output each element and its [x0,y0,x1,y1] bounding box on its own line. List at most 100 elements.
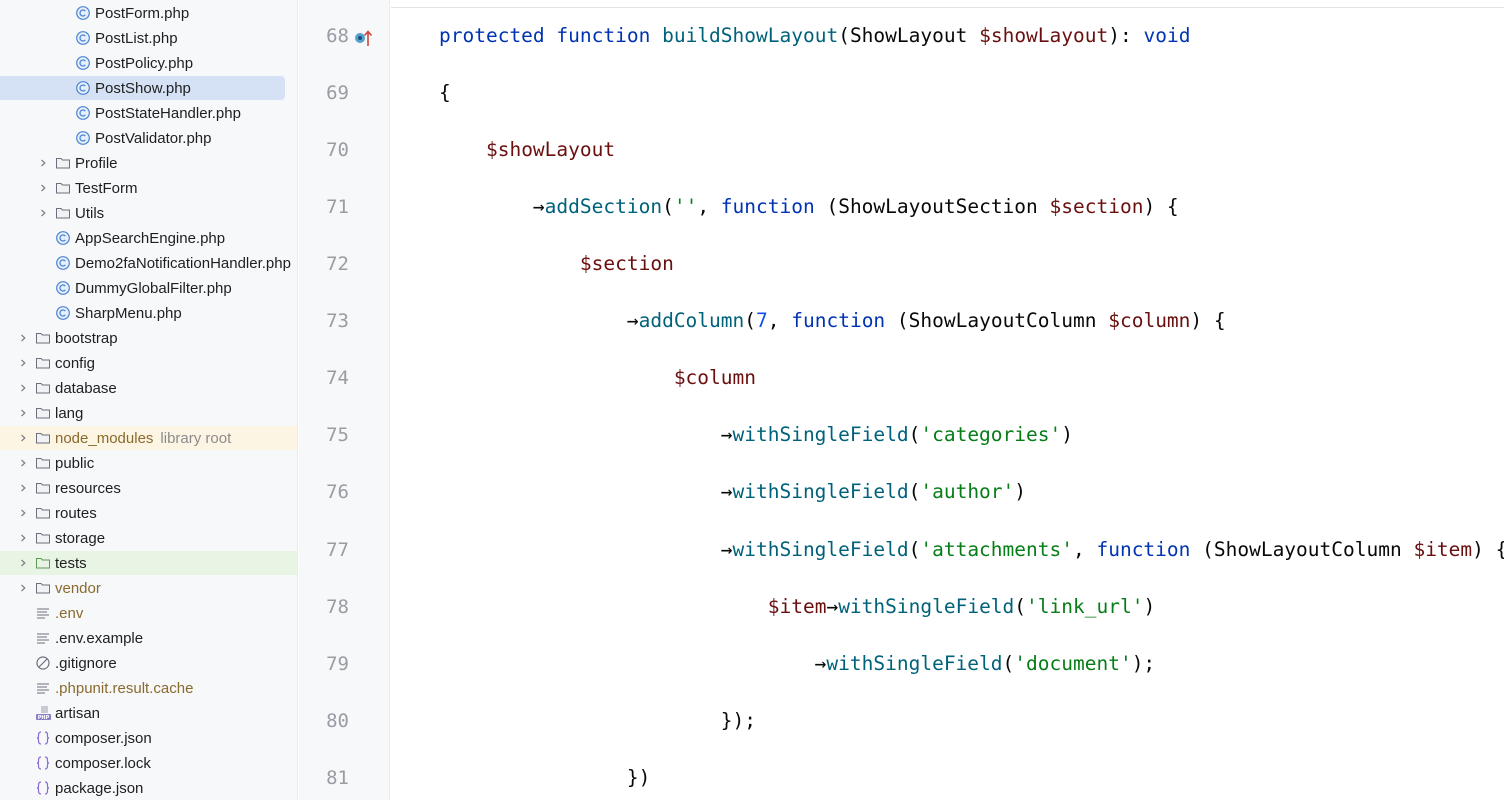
chevron-right-icon[interactable] [17,432,29,444]
chevron-right-icon[interactable] [17,382,29,394]
tree-item-label: PostList.php [95,29,178,47]
tree-item[interactable]: routes [0,501,297,525]
code-token: ( [662,195,674,218]
tree-item-label: database [55,379,117,397]
tree-item[interactable]: tests [0,551,297,575]
tree-item[interactable]: DummyGlobalFilter.php [0,276,297,300]
tree-item-label: composer.json [55,729,152,747]
code-line[interactable]: $section [439,249,674,279]
code-token: withSingleField [732,423,909,446]
chevron-right-icon[interactable] [17,407,29,419]
code-line[interactable]: →withSingleField('author') [439,477,1026,507]
code-line[interactable]: }) [439,763,651,793]
code-token: (ShowLayout [838,24,980,47]
code-token: (ShowLayoutColumn [885,309,1109,332]
line-number: 76 [326,481,349,503]
tree-item[interactable]: TestForm [0,176,297,200]
tree-item-label: PostStateHandler.php [95,104,241,122]
tree-item[interactable]: .phpunit.result.cache [0,676,297,700]
tree-spacer [17,682,29,694]
code-token: ): [1108,24,1144,47]
tree-item[interactable]: composer.json [0,726,297,750]
tree-item-label: public [55,454,95,472]
chevron-right-icon[interactable] [17,557,29,569]
tree-item[interactable]: .env [0,601,297,625]
code-token: ( [1002,652,1015,675]
chevron-right-icon[interactable] [37,182,49,194]
code-token: → [439,538,733,561]
chevron-right-icon[interactable] [17,582,29,594]
tree-item[interactable]: PostValidator.php [0,126,297,150]
tree-item[interactable]: Utils [0,201,297,225]
text-file-icon [35,680,51,696]
tree-item[interactable]: PostStateHandler.php [0,101,297,125]
php-class-icon [55,305,71,321]
tree-item[interactable]: vendor [0,576,297,600]
tree-item[interactable]: public [0,451,297,475]
tree-item[interactable]: PostShow.php [0,76,297,100]
tree-item[interactable]: package.json [0,776,297,800]
line-number: 72 [326,253,349,275]
chevron-right-icon[interactable] [17,507,29,519]
chevron-right-icon[interactable] [17,332,29,344]
tree-item[interactable]: .env.example [0,626,297,650]
code-line[interactable]: →addColumn(7, function (ShowLayoutColumn… [439,306,1226,336]
line-number: 70 [326,139,349,161]
tree-item[interactable]: Demo2faNotificationHandler.php [0,251,297,275]
php-class-icon [75,80,91,96]
code-line[interactable]: $item→withSingleField('link_url') [439,592,1155,622]
code-token: protected [439,24,545,47]
code-line[interactable]: }); [439,706,756,736]
tree-item[interactable]: SharpMenu.php [0,301,297,325]
tree-item[interactable]: resources [0,476,297,500]
tree-item[interactable]: config [0,351,297,375]
chevron-right-icon[interactable] [17,532,29,544]
tree-item-label: config [55,354,96,372]
code-token: '' [673,195,698,218]
code-line[interactable]: { [439,78,451,108]
tree-item[interactable]: .gitignore [0,651,297,675]
folder-icon [35,380,51,396]
chevron-right-icon[interactable] [37,207,49,219]
code-token: 'categories' [920,423,1062,446]
code-token: { [439,81,451,104]
tree-item-label: resources [55,479,121,497]
code-line[interactable]: $column [439,363,756,393]
code-line[interactable]: →withSingleField('document'); [439,649,1156,679]
code-line[interactable]: protected function buildShowLayout(ShowL… [439,21,1190,51]
code-line[interactable]: →addSection('', function (ShowLayoutSect… [439,192,1179,222]
folder-icon [35,480,51,496]
folder-icon [35,405,51,421]
tree-item[interactable]: composer.lock [0,751,297,775]
tree-spacer [57,107,69,119]
implements-method-icon[interactable] [354,28,374,48]
tree-item[interactable]: bootstrap [0,326,297,350]
code-token [650,24,662,47]
code-token: ) { [1190,309,1226,332]
chevron-right-icon[interactable] [37,157,49,169]
chevron-right-icon[interactable] [17,457,29,469]
code-token: ( [908,480,921,503]
tree-item[interactable]: AppSearchEngine.php [0,226,297,250]
tree-item[interactable]: Profile [0,151,297,175]
code-line[interactable]: →withSingleField('attachments', function… [439,535,1504,565]
code-token: , [697,195,721,218]
code-line[interactable]: $showLayout [439,135,615,165]
tree-item[interactable]: storage [0,526,297,550]
tree-spacer [57,132,69,144]
code-token: }) [439,766,651,789]
tree-item[interactable]: PostList.php [0,26,297,50]
chevron-right-icon[interactable] [17,482,29,494]
code-editor[interactable] [391,0,1504,800]
folder-icon [35,530,51,546]
tree-item[interactable]: lang [0,401,297,425]
chevron-right-icon[interactable] [17,357,29,369]
tree-item-label: PostPolicy.php [95,54,194,72]
code-line[interactable]: →withSingleField('categories') [439,420,1073,450]
tree-item[interactable]: PostForm.php [0,1,297,25]
tree-item[interactable]: database [0,376,297,400]
php-class-icon [75,5,91,21]
tree-item[interactable]: PostPolicy.php [0,51,297,75]
